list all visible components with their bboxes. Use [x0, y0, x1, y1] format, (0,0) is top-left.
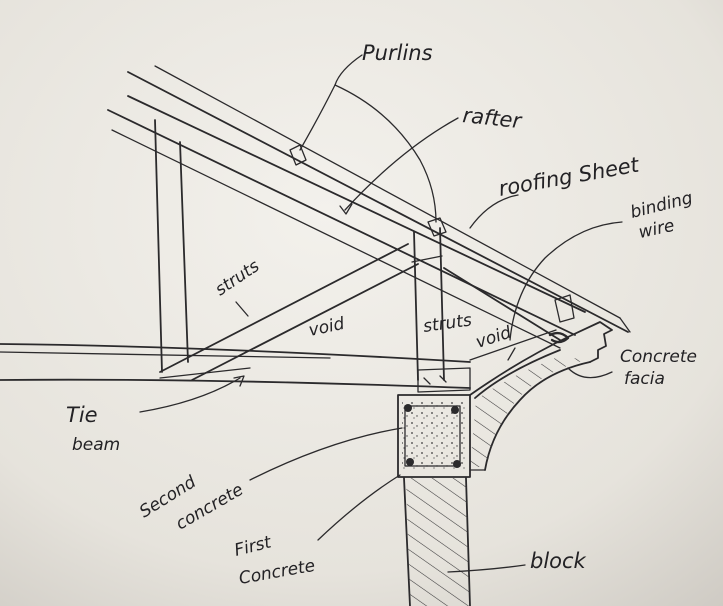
tie-beam: [0, 343, 471, 389]
ring-beam: [397, 394, 471, 478]
rafter: [107, 95, 586, 349]
leader-lines: [139, 54, 623, 573]
label-beam: beam: [72, 435, 120, 455]
center-strut: [411, 227, 445, 381]
label-concrete: Concrete: [620, 347, 697, 367]
block-wall: [403, 477, 471, 606]
truss-posts: [154, 119, 189, 373]
left-strut: [159, 243, 419, 381]
right-strut: [443, 267, 561, 361]
label-purlins: Purlins: [362, 41, 433, 65]
label-facia: facia: [624, 369, 665, 389]
concrete-facia: [469, 321, 613, 471]
roofing-sheet: [127, 65, 631, 333]
center-stub: [417, 367, 471, 393]
label-tie: Tie: [66, 403, 98, 427]
label-block: block: [530, 549, 587, 573]
